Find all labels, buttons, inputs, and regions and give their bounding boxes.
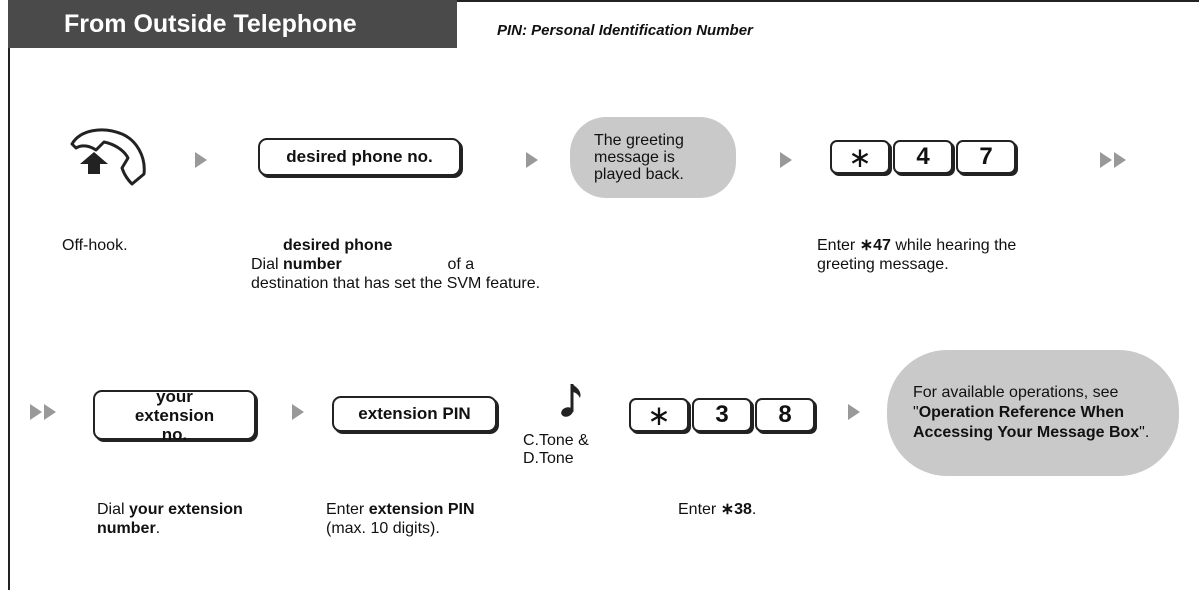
desc-suffix: while hearing the greeting message. [817, 237, 1017, 273]
digit-8-key: 8 [755, 398, 815, 432]
desc-suffix: . [751, 501, 757, 518]
tone-label-line2: D.Tone [523, 450, 574, 467]
step-desc-enter-pin: Enter extension PIN (max. 10 digits). [326, 500, 526, 538]
continue-arrow [30, 404, 60, 420]
your-extension-number-box: your extension no. [93, 387, 256, 444]
star-key: ∗ [830, 140, 890, 174]
greeting-bubble-text: The greeting message is played back. [594, 132, 684, 183]
music-note-icon [561, 384, 581, 417]
step-arrow [292, 404, 304, 420]
desc-prefix: Enter [678, 501, 721, 518]
greeting-bubble: The greeting message is played back. [570, 117, 736, 198]
desc-suffix: (max. 10 digits). [326, 520, 440, 537]
bubble-bold: Operation Reference When Accessing Your … [913, 404, 1140, 441]
step-desc-dial-destination: Dial desired phone number of a destinati… [251, 236, 551, 293]
bubble-suffix: ". [1139, 424, 1150, 441]
continue-arrow [1100, 152, 1130, 168]
off-hook-handset-icon [70, 128, 146, 186]
manual-frame [8, 0, 1199, 590]
desc-suffix: . [155, 520, 161, 537]
tone-label-line1: C.Tone & [523, 432, 589, 449]
desc-bold: ∗47 [859, 237, 891, 254]
desc-prefix: Enter [326, 501, 369, 518]
tone-label: C.Tone & D.Tone [523, 432, 589, 468]
desired-phone-number-box: desired phone no. [258, 138, 461, 176]
digit-4-key: 4 [893, 140, 953, 174]
desc-prefix: Enter [817, 237, 860, 254]
step-desc-enter-star47: Enter ∗47 while hearing the greeting mes… [817, 236, 1067, 274]
desc-bold: ∗38 [720, 501, 752, 518]
step-desc-enter-star38: Enter ∗38. [678, 500, 756, 519]
desc-suffix: of a destination that has set the SVM fe… [251, 256, 541, 292]
pin-definition: PIN: Personal Identification Number [497, 22, 753, 39]
desc-bold: desired phone number [283, 237, 393, 273]
section-title: From Outside Telephone [8, 0, 457, 48]
digit-7-key: 7 [956, 140, 1016, 174]
star-key: ∗ [629, 398, 689, 432]
operations-reference-bubble: For available operations, see "Operation… [887, 350, 1179, 476]
step-arrow [780, 152, 792, 168]
desc-prefix: Dial [251, 256, 284, 273]
step-arrow [526, 152, 538, 168]
digit-3-key: 3 [692, 398, 752, 432]
extension-pin-box: extension PIN [332, 396, 497, 432]
step-desc-dial-extension: Dial your extension number. [97, 500, 297, 538]
bubble-prefix: For available operations, see " [913, 384, 1119, 421]
desc-prefix: Dial [97, 501, 130, 518]
operations-reference-text: For available operations, see "Operation… [913, 383, 1163, 443]
desc-bold: your extension number [97, 501, 243, 537]
step-arrow [848, 404, 860, 420]
step-arrow [195, 152, 207, 168]
desc-bold: extension PIN [368, 501, 475, 518]
step-desc-off-hook: Off-hook. [62, 237, 128, 254]
